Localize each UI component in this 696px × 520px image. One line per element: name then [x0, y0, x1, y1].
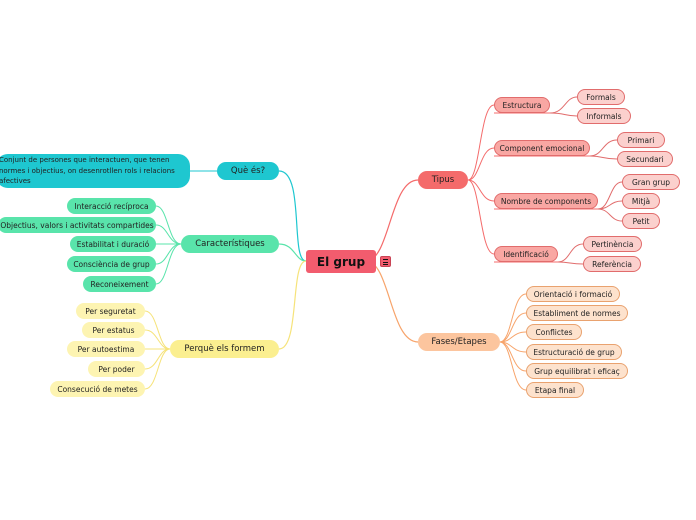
node-conflictes-label: Conflictes	[535, 327, 573, 337]
node-fases-etapes[interactable]: Fases/Etapes	[418, 333, 500, 351]
node-que-es-label: Què és?	[230, 166, 266, 176]
node-gran-grup-label: Gran grup	[632, 177, 670, 187]
node-estabilitat-duracio[interactable]: Estabilitat i duració	[70, 236, 156, 252]
node-petit-label: Petit	[632, 216, 650, 226]
node-per-poder[interactable]: Per poder	[88, 361, 145, 377]
node-primari-label: Primari	[627, 135, 655, 145]
node-pertinencia[interactable]: Pertinència	[583, 236, 642, 252]
node-per-poder-label: Per poder	[98, 364, 135, 374]
node-estructuracio-grup[interactable]: Estructuració de grup	[526, 344, 622, 360]
node-gran-grup[interactable]: Gran grup	[622, 174, 680, 190]
node-perque-els-formem[interactable]: Perquè els formem	[170, 340, 279, 358]
node-formals-label: Formals	[586, 92, 616, 102]
node-caracteristiques[interactable]: Característiques	[181, 235, 279, 253]
node-establiment-normes[interactable]: Establiment de normes	[526, 305, 628, 321]
node-estructura-label: Estructura	[502, 100, 542, 110]
node-interaccio-reciproca-label: Interacció recíproca	[74, 201, 149, 211]
node-referencia[interactable]: Referència	[583, 256, 641, 272]
node-interaccio-reciproca[interactable]: Interacció recíproca	[67, 198, 156, 214]
node-consciencia-grup[interactable]: Consciència de grup	[67, 256, 156, 272]
node-fases-etapes-label: Fases/Etapes	[431, 337, 487, 347]
node-caracteristiques-label: Característiques	[195, 239, 265, 249]
node-secundari[interactable]: Secundari	[617, 151, 673, 167]
node-pertinencia-label: Pertinència	[591, 239, 634, 249]
node-primari[interactable]: Primari	[617, 132, 665, 148]
node-reconeixement-label: Reconeixement	[90, 279, 149, 289]
node-establiment-normes-label: Establiment de normes	[533, 308, 621, 318]
node-identificacio-label: Identificació	[503, 249, 549, 259]
node-etapa-final[interactable]: Etapa final	[526, 382, 584, 398]
node-grup-equilibrat[interactable]: Grup equilibrat i eficaç	[526, 363, 628, 379]
node-estabilitat-duracio-label: Estabilitat i duració	[76, 239, 150, 249]
node-perque-els-formem-label: Perquè els formem	[184, 344, 265, 354]
node-identificacio[interactable]: Identificació	[494, 246, 558, 262]
node-conflictes[interactable]: Conflictes	[526, 324, 582, 340]
node-estructura[interactable]: Estructura	[494, 97, 550, 113]
node-component-emocional-label: Component emocional	[499, 143, 585, 153]
node-informals[interactable]: Informals	[577, 108, 631, 124]
menu-icon[interactable]	[380, 256, 391, 267]
node-definicio-label: Conjunt de persones que interactuen, que…	[0, 156, 175, 186]
node-que-es[interactable]: Què és?	[217, 162, 279, 180]
node-nombre-components-label: Nombre de components	[500, 196, 592, 206]
node-tipus[interactable]: Tipus	[418, 171, 468, 189]
node-estructuracio-grup-label: Estructuració de grup	[533, 347, 615, 357]
node-objectius-valors-label: Objectius, valors i activitats compartid…	[0, 220, 154, 230]
node-per-autoestima-label: Per autoestima	[77, 344, 135, 354]
node-consciencia-grup-label: Consciència de grup	[73, 259, 150, 269]
node-orientacio-formacio[interactable]: Orientació i formació	[526, 286, 620, 302]
node-tipus-label: Tipus	[431, 175, 455, 185]
node-component-emocional[interactable]: Component emocional	[494, 140, 590, 156]
node-objectius-valors[interactable]: Objectius, valors i activitats compartid…	[0, 217, 156, 233]
node-mitja[interactable]: Mitjà	[622, 193, 660, 209]
node-etapa-final-label: Etapa final	[534, 385, 576, 395]
node-referencia-label: Referència	[592, 259, 632, 269]
root-node[interactable]: El grup	[306, 250, 376, 273]
node-per-seguretat-label: Per seguretat	[85, 306, 136, 316]
node-per-autoestima[interactable]: Per autoestima	[67, 341, 145, 357]
node-petit[interactable]: Petit	[622, 213, 660, 229]
node-per-estatus[interactable]: Per estatus	[82, 322, 145, 338]
node-per-estatus-label: Per estatus	[92, 325, 135, 335]
node-orientacio-formacio-label: Orientació i formació	[533, 289, 613, 299]
root-label: El grup	[316, 254, 366, 269]
node-mitja-label: Mitjà	[631, 196, 651, 206]
node-consecucio-metes[interactable]: Consecució de metes	[50, 381, 145, 397]
node-formals[interactable]: Formals	[577, 89, 625, 105]
node-consecucio-metes-label: Consecució de metes	[57, 384, 138, 394]
node-informals-label: Informals	[586, 111, 622, 121]
node-nombre-components[interactable]: Nombre de components	[494, 193, 598, 209]
node-secundari-label: Secundari	[626, 154, 664, 164]
node-per-seguretat[interactable]: Per seguretat	[76, 303, 145, 319]
node-reconeixement[interactable]: Reconeixement	[83, 276, 156, 292]
node-definicio[interactable]: Conjunt de persones que interactuen, que…	[0, 154, 190, 188]
node-grup-equilibrat-label: Grup equilibrat i eficaç	[534, 366, 620, 376]
